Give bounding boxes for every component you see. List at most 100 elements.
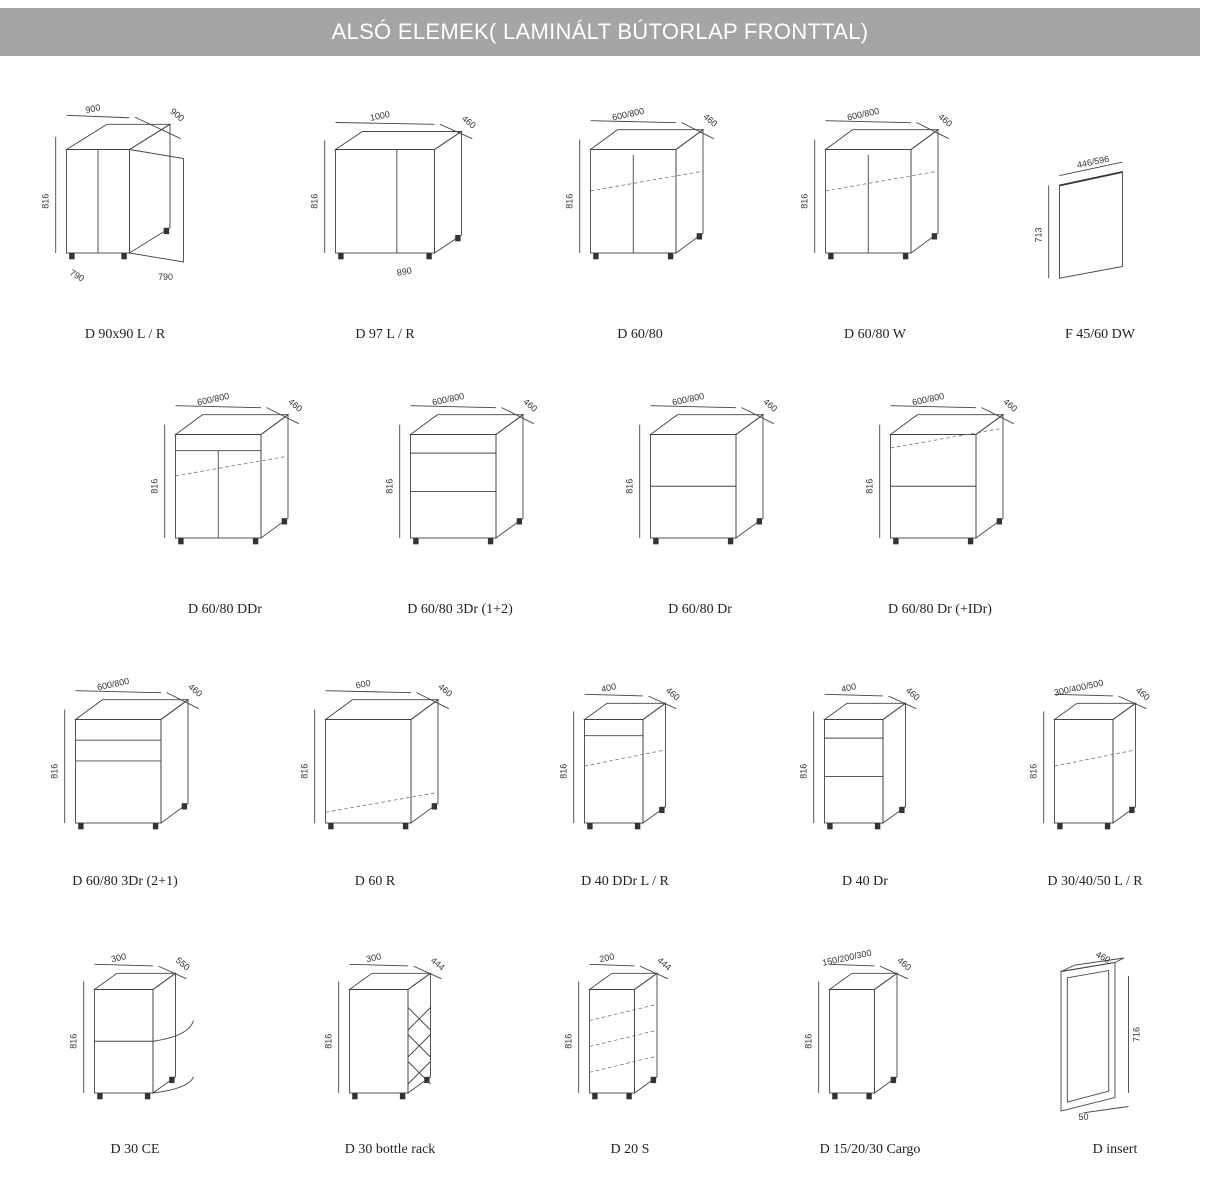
width-dimension-line (175, 405, 262, 409)
cabinet-leg (169, 1076, 175, 1084)
cabinet-leg (727, 538, 734, 545)
depth-dimension-line (879, 965, 908, 980)
height-dimension: 816 (804, 1034, 814, 1049)
width-dimension-line (829, 963, 875, 967)
width-dimension: 600/800 (611, 106, 645, 123)
rack-line (407, 1034, 431, 1058)
width-dimension-line (1059, 161, 1123, 177)
panel-top-edge (1059, 171, 1123, 187)
width-dimension: 600 (355, 678, 372, 691)
shelf-dashed (175, 455, 289, 477)
height-dimension: 816 (799, 764, 809, 779)
insert-frame (1060, 961, 1116, 1112)
width-dimension-line (66, 114, 130, 119)
cabinet-side (160, 698, 189, 824)
insert-inner (1066, 970, 1110, 1103)
depth-dimension: 460 (1001, 397, 1019, 414)
rack-line (407, 1007, 431, 1031)
cabinet-top (64, 123, 172, 150)
cabinet-leg (828, 253, 834, 260)
cabinet-label: D 60 R (354, 874, 396, 889)
cabinet-leg (152, 823, 159, 830)
cabinet-top (334, 131, 463, 150)
cabinet-front (335, 149, 435, 254)
width-dimension: 600/800 (671, 391, 705, 408)
cabinet-front (75, 719, 162, 824)
cabinet-leg (827, 823, 833, 830)
depth-dimension-line (158, 965, 187, 980)
cabinet-top (409, 414, 525, 435)
base-dimension: 790 (158, 272, 173, 282)
cabinet-leg (431, 803, 438, 810)
width-dimension-line (584, 693, 644, 697)
cabinet-leg (69, 253, 75, 260)
shelf-dashed (589, 1055, 658, 1073)
cabinet-leg (97, 1093, 103, 1100)
cabinet-leg (163, 227, 170, 235)
cabinet-label: D 60/80 DDr (188, 602, 262, 617)
cabinet-leg (667, 253, 674, 260)
depth-dimension: 444 (429, 955, 447, 972)
height-dimension: 816 (69, 1034, 79, 1049)
width-dimension-line (410, 405, 497, 409)
depth-dimension-line (134, 116, 181, 140)
cabinet-top (324, 699, 440, 720)
cabinet-leg (634, 823, 641, 830)
cabinet-leg (659, 806, 665, 814)
cabinet-top (583, 702, 667, 720)
depth-dimension-line (741, 407, 775, 425)
height-dimension: 816 (564, 1034, 574, 1049)
cabinet-leg (487, 538, 494, 545)
depth-dimension: 460 (904, 685, 922, 702)
cabinet-leg (587, 823, 593, 830)
cabinet-label: D 60/80 (617, 327, 663, 342)
corner-wing (129, 148, 184, 263)
cabinet-label: D 97 L / R (355, 327, 415, 342)
cabinet-side (152, 972, 176, 1094)
depth-dimension-line (681, 122, 715, 140)
width-dimension-line (590, 120, 677, 124)
cabinet-leg (402, 823, 409, 830)
width-dimension: 600/800 (196, 391, 230, 408)
width-dimension-line (75, 690, 162, 694)
cabinet-label: D 60/80 3Dr (1+2) (407, 602, 513, 617)
cabinet-leg (144, 1093, 151, 1100)
cabinet-front (589, 989, 635, 1094)
depth-dimension: 460 (761, 397, 779, 414)
height-dimension: 816 (50, 764, 60, 779)
width-dimension: 200 (598, 951, 615, 964)
cabinet-top (589, 129, 705, 150)
cabinet-label: D 60/80 Dr (+IDr) (888, 602, 992, 617)
cabinet-leg (399, 1093, 406, 1100)
cabinet-leg (902, 253, 909, 260)
depth-dimension: 550 (174, 955, 192, 972)
base-dimension: 890 (396, 265, 413, 277)
cabinet-side (1112, 702, 1136, 824)
cabinet-top (823, 702, 907, 720)
cabinet-top (828, 972, 899, 990)
width-dimension-line (890, 405, 977, 409)
cabinet-side (675, 128, 704, 254)
curved-shelf (152, 1020, 194, 1042)
insert-top (1060, 957, 1125, 972)
depth-dimension: 460 (521, 397, 539, 414)
cabinet-label: D insert (1092, 1142, 1138, 1157)
